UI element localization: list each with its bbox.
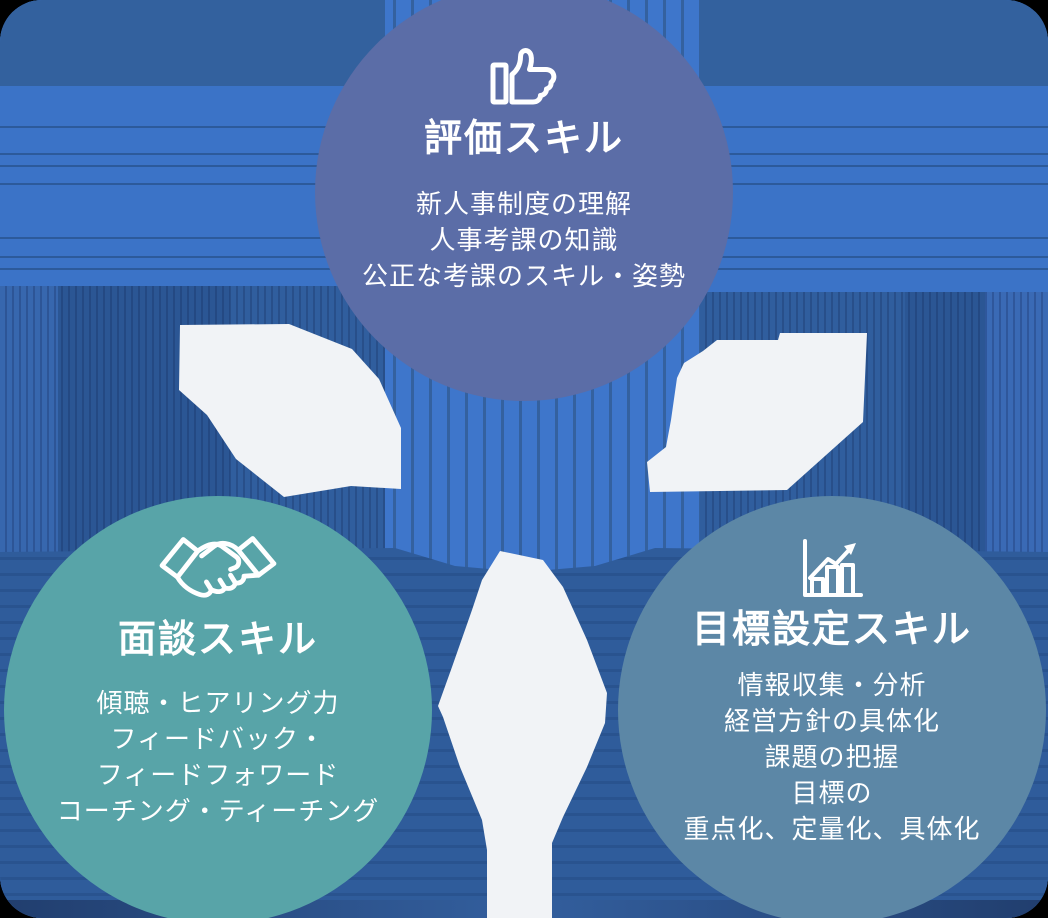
arrow-bottom-white-shape bbox=[438, 551, 607, 918]
circle-text-line: 新人事制度の理解 bbox=[415, 189, 632, 220]
circle-text-line: フィードフォワード bbox=[96, 760, 340, 791]
circle-interview-skill: 面談スキル 傾聴・ヒアリング力 フィードバック・ フィードフォワード コーチング… bbox=[4, 496, 432, 918]
circle-text-block: 情報収集・分析 経営方針の具体化 課題の把握 目標の 重点化、定量化、具体化 bbox=[683, 668, 980, 848]
circle-text-block: 傾聴・ヒアリング力 フィードバック・ フィードフォワード コーチング・ティーチン… bbox=[57, 686, 379, 830]
circle-text-line: 課題の把握 bbox=[764, 742, 900, 773]
circle-text-line: 人事考課の知識 bbox=[429, 225, 619, 256]
circle-title: 面談スキル bbox=[117, 617, 318, 661]
circle-text-line: 傾聴・ヒアリング力 bbox=[96, 688, 340, 719]
arrow-left-white-shape bbox=[179, 324, 401, 497]
top-band bbox=[0, 0, 1048, 86]
thumbs-up-icon bbox=[490, 48, 557, 105]
circle-text-line: 経営方針の具体化 bbox=[723, 706, 940, 737]
circle-text-line: フィードバック・ bbox=[110, 724, 326, 755]
circle-text-block: 新人事制度の理解 人事考課の知識 公正な考課のスキル・姿勢 bbox=[362, 187, 686, 295]
arrow-right-white-shape bbox=[647, 333, 867, 492]
circle-title: 目標設定スキル bbox=[691, 607, 972, 651]
bar-chart-icon bbox=[803, 539, 863, 597]
circle-goal-setting-skill: 目標設定スキル 情報収集・分析 経営方針の具体化 課題の把握 目標の 重点化、定… bbox=[618, 496, 1046, 918]
circle-evaluation-skill: 評価スキル 新人事制度の理解 人事考課の知識 公正な考課のスキル・姿勢 bbox=[315, 0, 733, 401]
circle-text-line: 重点化、定量化、具体化 bbox=[683, 814, 981, 845]
circle-text-line: 目標の bbox=[791, 778, 873, 809]
white-arrows bbox=[179, 324, 867, 918]
circle-text-line: 公正な考課のスキル・姿勢 bbox=[361, 261, 686, 292]
handshake-icon bbox=[159, 536, 277, 598]
circle-text-line: コーチング・ティーチング bbox=[56, 796, 380, 827]
circle-title: 評価スキル bbox=[423, 116, 624, 160]
circle-text-line: 情報収集・分析 bbox=[737, 670, 927, 701]
